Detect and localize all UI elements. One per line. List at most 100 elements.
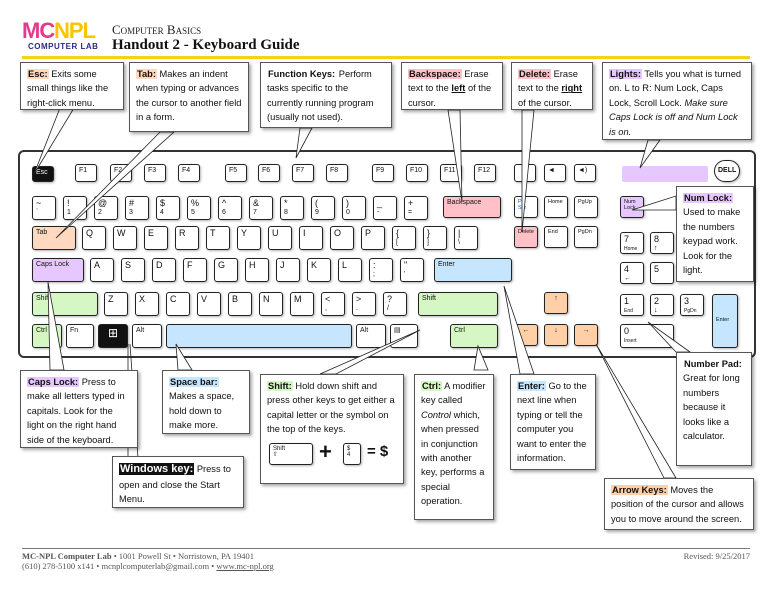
number-key-11: _- <box>373 196 397 220</box>
shift-demo: Shift⇧ + $4 = $ <box>267 439 397 467</box>
demo-shift-key: Shift⇧ <box>269 442 313 465</box>
key-f10: F10 <box>406 164 428 182</box>
key-mute: ◄ <box>544 164 566 182</box>
bottom-key-3: V <box>197 292 221 316</box>
home-key-1: S <box>121 258 145 282</box>
key-ctrl-right: Ctrl <box>450 324 498 348</box>
callout-capslock: Caps Lock: Press to make all letters typ… <box>20 370 138 448</box>
bottom-key-6: M <box>290 292 314 316</box>
key-arrow-down: ↓ <box>544 324 568 346</box>
key-f8: F8 <box>326 164 348 182</box>
footer-address: • 1001 Powell St • Norristown, PA 19401 <box>111 551 254 561</box>
key-arrow-up: ↑ <box>544 292 568 314</box>
home-key-2: D <box>152 258 176 282</box>
qwerty-key-1: W <box>113 226 137 250</box>
key-alt-right: Alt <box>356 324 386 348</box>
callout-shift: Shift: Hold down shift and press other k… <box>260 374 404 484</box>
key-f7: F7 <box>292 164 314 182</box>
windows-icon: ⊞ <box>107 326 119 340</box>
qwerty-key-5: Y <box>237 226 261 250</box>
home-key-7: K <box>307 258 331 282</box>
key-pgdn: PgDn <box>574 226 598 248</box>
footer-url[interactable]: www.mc-npl.org <box>216 561 274 571</box>
number-key-6: ^6 <box>218 196 242 220</box>
footer-contact: (610) 278-5100 x141 • mcnplcomputerlab@g… <box>22 561 217 571</box>
bottom-key-7: <, <box>321 292 345 316</box>
key-menu: ▤ <box>390 324 418 348</box>
bottom-key-1: X <box>135 292 159 316</box>
number-key-1: !1 <box>63 196 87 220</box>
bottom-key-2: C <box>166 292 190 316</box>
numpad-8: 8↑ <box>650 232 674 254</box>
home-key-3: F <box>183 258 207 282</box>
logo-mc: MC <box>22 18 55 43</box>
qwerty-key-8: O <box>330 226 354 250</box>
menu-icon: ▤ <box>394 327 401 334</box>
bottom-key-9: ?/ <box>383 292 407 316</box>
bottom-key-8: >. <box>352 292 376 316</box>
key-arrow-right: → <box>574 324 598 346</box>
qwerty-key-4: T <box>206 226 230 250</box>
key-f5: F5 <box>225 164 247 182</box>
home-key-9: :; <box>369 258 393 282</box>
key-shift-right: Shift <box>418 292 498 316</box>
key-f3: F3 <box>144 164 166 182</box>
home-key-6: J <box>276 258 300 282</box>
callout-enter: Enter: Go to the next line when typing o… <box>510 374 596 470</box>
key-end: End <box>544 226 568 248</box>
key-numlock: Num Lock <box>620 196 644 218</box>
logo: MC NPL COMPUTER LAB <box>22 18 104 54</box>
demo-4-key: $4 <box>343 442 361 465</box>
numpad-2: 2↓ <box>650 294 674 316</box>
number-key-2: @2 <box>94 196 118 220</box>
callout-function: Function Keys: Perform tasks specific to… <box>260 62 392 128</box>
key-home: Home <box>544 196 568 218</box>
key-media1 <box>514 164 536 182</box>
key-backspace: Backspace <box>443 196 501 218</box>
key-f6: F6 <box>258 164 280 182</box>
dell-logo: DELL <box>714 160 740 182</box>
qwerty-key-10: {[ <box>392 226 416 250</box>
key-volume: ◄) <box>574 164 596 182</box>
key-shift-left: Shift <box>32 292 98 316</box>
numpad-5: 5 <box>650 262 674 284</box>
qwerty-key-2: E <box>144 226 168 250</box>
number-key-12: += <box>404 196 428 220</box>
number-key-8: *8 <box>280 196 304 220</box>
key-f12: F12 <box>474 164 496 182</box>
qwerty-key-12: |\ <box>454 226 478 250</box>
home-key-8: L <box>338 258 362 282</box>
home-key-5: H <box>245 258 269 282</box>
number-key-10: )0 <box>342 196 366 220</box>
key-prtscr: Prt Scr <box>514 196 538 218</box>
key-esc: Esc <box>32 166 54 182</box>
callout-backspace: Backspace: Erase text to the left of the… <box>401 62 503 110</box>
callout-delete: Delete: Erase text to the right of the c… <box>511 62 593 110</box>
key-f11: F11 <box>440 164 462 182</box>
key-capslock: Caps Lock <box>32 258 84 282</box>
qwerty-key-6: U <box>268 226 292 250</box>
key-delete: Delete <box>514 226 538 248</box>
key-f4: F4 <box>178 164 200 182</box>
page-title: Handout 2 - Keyboard Guide <box>112 37 300 53</box>
qwerty-key-9: P <box>361 226 385 250</box>
number-key-7: &7 <box>249 196 273 220</box>
footer-revised: Revised: 9/25/2017 <box>683 551 750 561</box>
subtitle: Computer Basics <box>112 22 202 37</box>
key-pgup: PgUp <box>574 196 598 218</box>
logo-lab: COMPUTER LAB <box>28 42 99 51</box>
number-key-3: #3 <box>125 196 149 220</box>
key-f9: F9 <box>372 164 394 182</box>
lock-lights <box>622 166 708 182</box>
bottom-key-4: B <box>228 292 252 316</box>
callout-arrows: Arrow Keys: Moves the position of the cu… <box>604 478 754 530</box>
key-f1: F1 <box>75 164 97 182</box>
qwerty-key-3: R <box>175 226 199 250</box>
header-rule <box>22 56 750 59</box>
footer-org: MC-NPL Computer Lab <box>22 551 112 561</box>
callout-tab: Tab: Makes an indent when typing or adva… <box>129 62 249 132</box>
bottom-key-0: Z <box>104 292 128 316</box>
